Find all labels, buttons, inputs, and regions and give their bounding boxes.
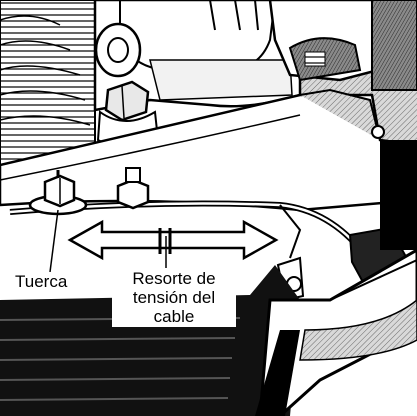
spring-label-line-2: tensión del [132, 288, 216, 307]
cable-tension-spring-label: Resorte de tensión del cable [112, 268, 236, 327]
top-right-component [268, 0, 417, 91]
leader-lines [49, 209, 167, 273]
movement-arrow [67, 219, 279, 261]
cable-stud [116, 167, 150, 210]
cylinder-fins [0, 0, 96, 167]
engine-cover [0, 88, 417, 212]
cable-nut [28, 170, 88, 216]
spring-label-line-1: Resorte de [132, 269, 216, 288]
nut-label: Tuerca [12, 272, 71, 291]
spring-label-line-3: cable [153, 307, 195, 326]
engine-block [93, 0, 302, 112]
